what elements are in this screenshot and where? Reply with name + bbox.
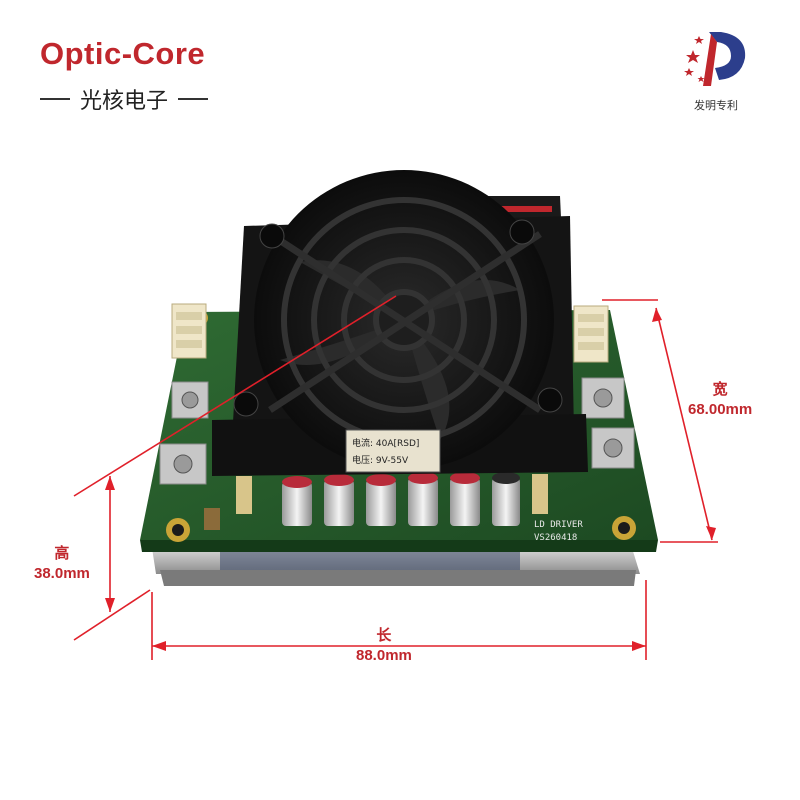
width-label: 宽 <box>712 381 728 398</box>
height-label: 高 <box>54 545 70 562</box>
brand-name: Optic-Core <box>40 36 206 71</box>
capacitors <box>204 472 548 530</box>
dimension-lines <box>73 295 718 660</box>
divider <box>40 98 70 100</box>
length-value: 88.0mm <box>356 647 412 664</box>
length-dimension-label: 长 88.0mm <box>356 626 412 666</box>
height-value: 38.0mm <box>34 565 90 582</box>
width-value: 68.00mm <box>688 401 753 418</box>
brand-subtitle: 光核电子 <box>40 83 209 115</box>
board-code: VS260418 <box>534 533 577 543</box>
cooling-fan: 电流: 40A[RSD] 电压: 9V-55V <box>212 170 588 476</box>
patent-label: 发明专利 <box>694 99 738 112</box>
patent-logo-icon <box>684 32 746 86</box>
brand-header: Optic-Core 光核电子 <box>40 36 209 115</box>
patent-badge: 发明专利 <box>676 28 756 113</box>
fan-spec-label <box>345 429 441 473</box>
connectors <box>159 303 635 485</box>
width-dimension-label: 宽 68.00mm <box>688 380 752 420</box>
board-text: LD DRIVER <box>534 520 583 530</box>
length-label: 长 <box>376 627 392 644</box>
divider <box>178 98 209 100</box>
fan-label-voltage: 电压: 9V-55V <box>352 454 409 466</box>
aluminum-base <box>152 548 640 586</box>
fan-label-current: 电流: 40A[RSD] <box>352 437 419 449</box>
brand-chinese-name: 光核电子 <box>80 89 169 114</box>
height-dimension-label: 高 38.0mm <box>34 544 90 584</box>
